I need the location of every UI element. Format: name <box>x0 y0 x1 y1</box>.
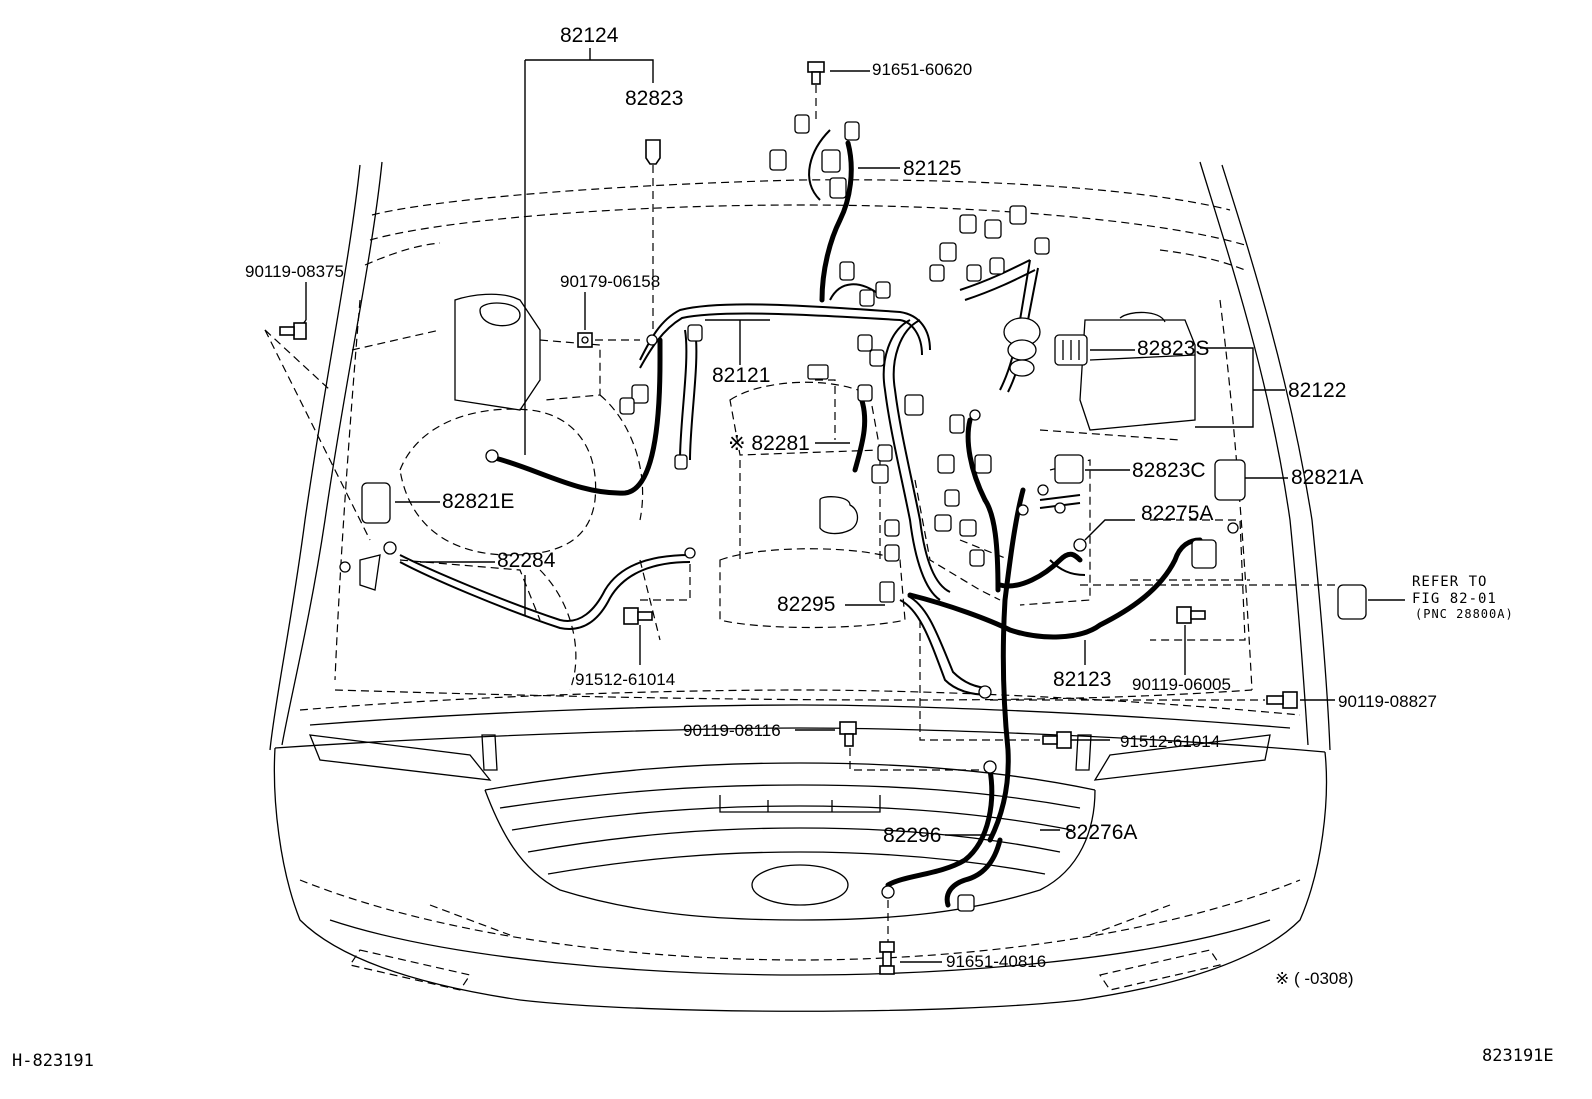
label-91512-61014-right: 91512-61014 <box>1120 732 1221 751</box>
label-82295: 82295 <box>777 593 836 616</box>
label-90179-06158: 90179-06158 <box>560 272 661 291</box>
diagram-code-right: 823191E <box>1482 1046 1554 1066</box>
label-90119-08116: 90119-08116 <box>683 721 781 740</box>
bolt-82823-icon <box>645 139 661 165</box>
label-82122: 82122 <box>1288 379 1347 402</box>
bolt-90119-08375-icon <box>279 322 307 340</box>
connectors <box>361 114 1367 912</box>
label-82121: 82121 <box>712 364 771 387</box>
label-90119-08827: 90119-08827 <box>1338 692 1437 711</box>
vehicle-body-outline <box>269 161 1331 1012</box>
label-82296: 82296 <box>883 824 942 847</box>
label-90119-08375: 90119-08375 <box>245 262 344 281</box>
label-91651-40816: 91651-40816 <box>946 952 1047 971</box>
applicability-footnote: ※ ( -0308) <box>1275 969 1354 988</box>
label-82823S: 82823S <box>1137 337 1210 360</box>
bolts <box>279 61 1298 975</box>
bolt-91512-61014-right-icon <box>1042 731 1072 749</box>
highlighted-wires <box>492 140 1203 908</box>
diagram-code-left: H-823191 <box>12 1051 94 1071</box>
label-82123: 82123 <box>1053 668 1112 691</box>
label-82125: 82125 <box>903 157 962 180</box>
engine-components <box>264 293 1250 691</box>
label-82124: 82124 <box>560 24 619 47</box>
label-82281: ※ 82281 <box>728 432 810 455</box>
refer-line-1: REFER TO <box>1412 574 1488 590</box>
label-91651-60620: 91651-60620 <box>872 60 973 79</box>
bolt-91651-60620-icon <box>807 61 825 85</box>
label-82275A: 82275A <box>1141 502 1214 525</box>
label-82284: 82284 <box>497 549 556 572</box>
refer-line-3: (PNC 28800A) <box>1415 607 1514 621</box>
nut-90179-06158-icon <box>577 332 593 348</box>
leader-lines <box>295 48 1405 963</box>
harness-wires <box>399 129 1086 696</box>
label-82821A: 82821A <box>1291 466 1364 489</box>
bolt-91512-61014-left-icon <box>623 607 653 625</box>
label-91512-61014-left: 91512-61014 <box>575 670 676 689</box>
label-82823: 82823 <box>625 87 684 110</box>
bolt-91651-40816-icon <box>879 941 895 975</box>
label-82276A: 82276A <box>1065 821 1138 844</box>
bolt-90119-06005-icon <box>1176 606 1206 624</box>
label-82823C: 82823C <box>1132 459 1206 482</box>
label-82821E: 82821E <box>442 490 515 513</box>
refer-line-2: FIG 82-01 <box>1412 591 1497 607</box>
label-90119-06005: 90119-06005 <box>1132 675 1231 694</box>
terminals <box>339 334 1239 899</box>
bolt-90119-08827-icon <box>1266 691 1298 709</box>
bolt-90119-08116-icon <box>839 721 857 747</box>
